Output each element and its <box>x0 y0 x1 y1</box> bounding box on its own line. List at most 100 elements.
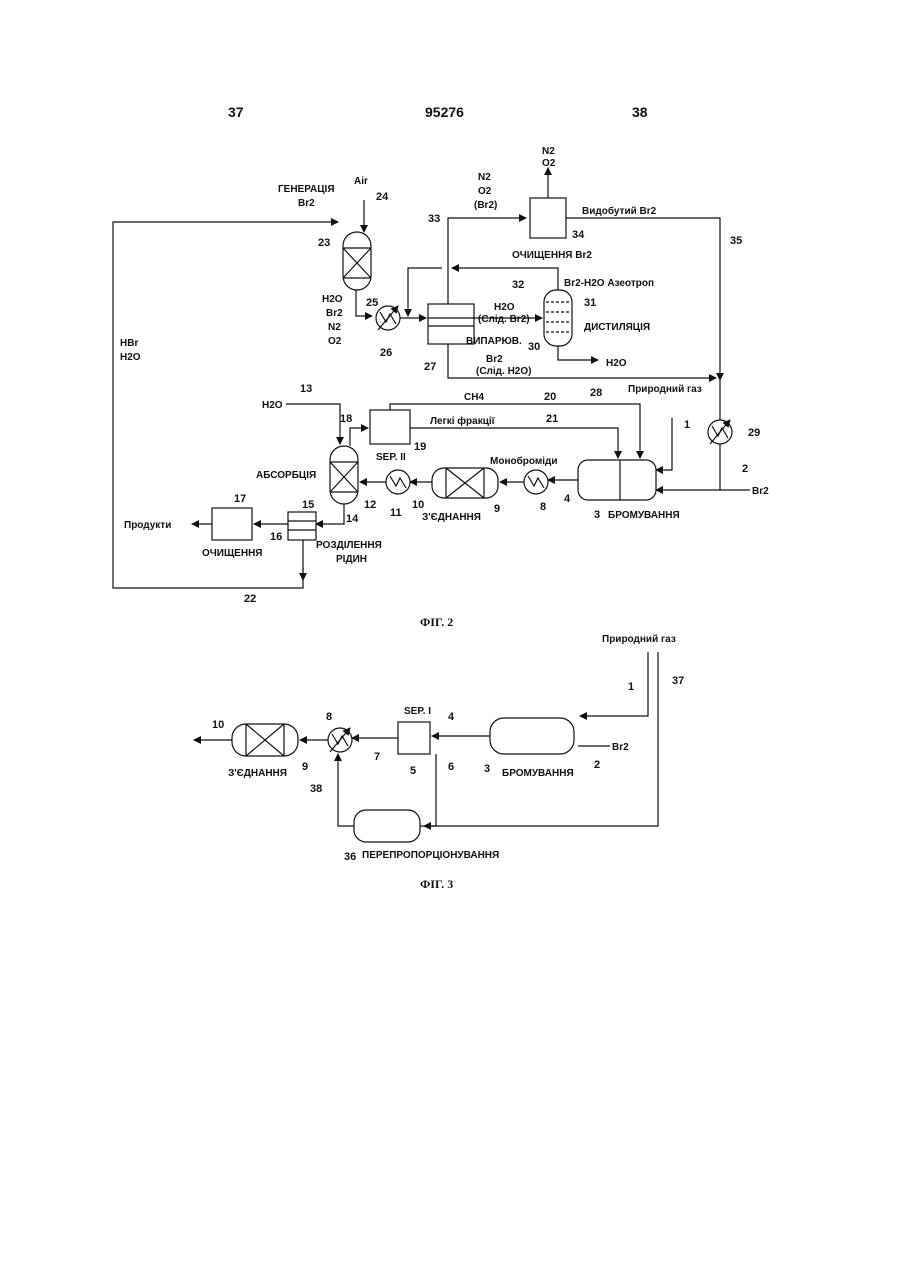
label-coupling: З'ЄДНАННЯ <box>422 512 481 523</box>
label-h2o-distill: H2O <box>494 302 515 313</box>
heat-exchanger-8 <box>524 470 548 494</box>
label-liquid-sep-2: РІДИН <box>336 554 367 565</box>
stream-20-ch4 <box>390 404 640 458</box>
ref-34: 34 <box>572 229 585 241</box>
label-o2-in: O2 <box>478 186 492 197</box>
fig3-ref-6: 6 <box>448 761 454 773</box>
ref-13: 13 <box>300 383 312 395</box>
ref-1: 1 <box>684 419 690 431</box>
label-o2-25: O2 <box>328 336 342 347</box>
stream-h2o-out <box>558 346 598 360</box>
ref-26: 26 <box>380 347 392 359</box>
fig3-ref-37: 37 <box>672 675 684 687</box>
label-purification: ОЧИЩЕННЯ <box>202 548 262 559</box>
fig3-caption: ФІГ. 3 <box>420 877 453 891</box>
fig3-label-natural-gas: Природний газ <box>602 634 676 645</box>
ref-19: 19 <box>414 441 426 453</box>
ref-21: 21 <box>546 413 558 425</box>
label-h2o-25: H2O <box>322 294 343 305</box>
coupling-reactor-9 <box>432 468 498 498</box>
fig3-ref-38: 38 <box>310 783 322 795</box>
ref-17: 17 <box>234 493 246 505</box>
fig3-label-reproportionation: ПЕРЕПРОПОРЦІОНУВАННЯ <box>362 850 499 861</box>
ref-3: 3 <box>594 509 600 521</box>
label-hbr: HBr <box>120 338 138 349</box>
ref-16: 16 <box>270 531 282 543</box>
label-distillation: ДИСТИЛЯЦІЯ <box>584 322 650 333</box>
fig3-separator-5 <box>398 722 430 754</box>
ref-9: 9 <box>494 503 500 515</box>
fig3-label-coupling: З'ЄДНАННЯ <box>228 768 287 779</box>
label-evaporation: ВИПАРЮВ. <box>466 336 522 347</box>
liquid-separator-15 <box>288 512 316 540</box>
ref-25: 25 <box>366 297 378 309</box>
stream-33 <box>448 218 526 304</box>
ref-30: 30 <box>528 341 540 353</box>
ref-31: 31 <box>584 297 596 309</box>
purification-17 <box>212 508 252 540</box>
ref-11: 11 <box>390 507 402 519</box>
ref-18: 18 <box>340 413 352 425</box>
label-br2-trace: Br2 <box>486 354 503 365</box>
label-purification-br2: ОЧИЩЕННЯ Br2 <box>512 250 592 261</box>
fig3-label-bromination: БРОМУВАННЯ <box>502 768 574 779</box>
label-br2-25: Br2 <box>326 308 343 319</box>
fig3-ref-2: 2 <box>594 759 600 771</box>
distillation-column-31 <box>544 290 572 346</box>
fig3-bromination-reactor-3 <box>490 718 574 754</box>
label-n2-out: N2 <box>542 146 555 157</box>
label-azeotrope: Br2-H2O Азеотроп <box>564 278 654 289</box>
label-h2o-13: H2O <box>262 400 283 411</box>
fig3-ref-7: 7 <box>374 751 380 763</box>
label-h2o-loop: H2O <box>120 352 141 363</box>
ref-10: 10 <box>412 499 424 511</box>
label-br2-trace-h2o: (Слід. H2O) <box>476 366 531 377</box>
fig3-ref-8: 8 <box>326 711 332 723</box>
fig3-stream-38 <box>338 754 354 826</box>
ref-29: 29 <box>748 427 760 439</box>
fig3-ref-1: 1 <box>628 681 634 693</box>
label-sep2: SEP. II <box>376 452 406 463</box>
label-recovered-br2: Видобутий Br2 <box>582 205 657 217</box>
ref-20: 20 <box>544 391 556 403</box>
ref-32: 32 <box>512 279 524 291</box>
separator-19 <box>370 410 410 444</box>
ref-23: 23 <box>318 237 330 249</box>
ref-2: 2 <box>742 463 748 475</box>
ref-35: 35 <box>730 235 742 247</box>
label-o2-out: O2 <box>542 158 556 169</box>
label-products: Продукти <box>124 520 171 531</box>
stream-18 <box>350 428 368 446</box>
stream-1-natural-gas <box>656 418 672 470</box>
ref-24: 24 <box>376 191 389 203</box>
ref-12: 12 <box>364 499 376 511</box>
stream-13-water <box>286 404 340 444</box>
reactor-23-br2-generation <box>343 232 371 290</box>
fig3-ref-36: 36 <box>344 851 356 863</box>
label-h2o-trace: (Слід. Br2) <box>478 314 530 325</box>
label-h2o-out: H2O <box>606 358 627 369</box>
label-generation: ГЕНЕРАЦІЯ <box>278 184 335 195</box>
ref-15: 15 <box>302 499 314 511</box>
fig3-ref-9: 9 <box>302 761 308 773</box>
label-light-fractions: Легкі фракції <box>430 415 495 427</box>
ref-4: 4 <box>564 493 571 505</box>
label-n2-25: N2 <box>328 322 341 333</box>
figure-3: Природний газ SEP. I З'ЄДНАННЯ БРОМУВАНН… <box>194 634 684 891</box>
heat-exchanger-26 <box>376 306 400 330</box>
fig3-ref-5: 5 <box>410 765 416 777</box>
label-liquid-sep-1: РОЗДІЛЕННЯ <box>316 540 382 551</box>
fig3-ref-3: 3 <box>484 763 490 775</box>
fig3-ref-4: 4 <box>448 711 455 723</box>
absorption-column <box>330 446 358 504</box>
label-br2-2: Br2 <box>752 486 769 497</box>
figure-2: ГЕНЕРАЦІЯ Br2 Air N2 O2 (Br2) N2 O2 Видо… <box>113 146 769 629</box>
fig3-label-br2: Br2 <box>612 742 629 753</box>
label-absorption: АБСОРБЦІЯ <box>256 470 316 481</box>
stream-to-bromination <box>656 444 720 490</box>
stream-21-light-fractions <box>410 428 618 458</box>
fig3-reproportionation-36 <box>354 810 420 842</box>
label-generation-br2: Br2 <box>298 198 315 209</box>
fig3-stream-1 <box>580 652 648 716</box>
br2-purification-34 <box>530 198 566 238</box>
